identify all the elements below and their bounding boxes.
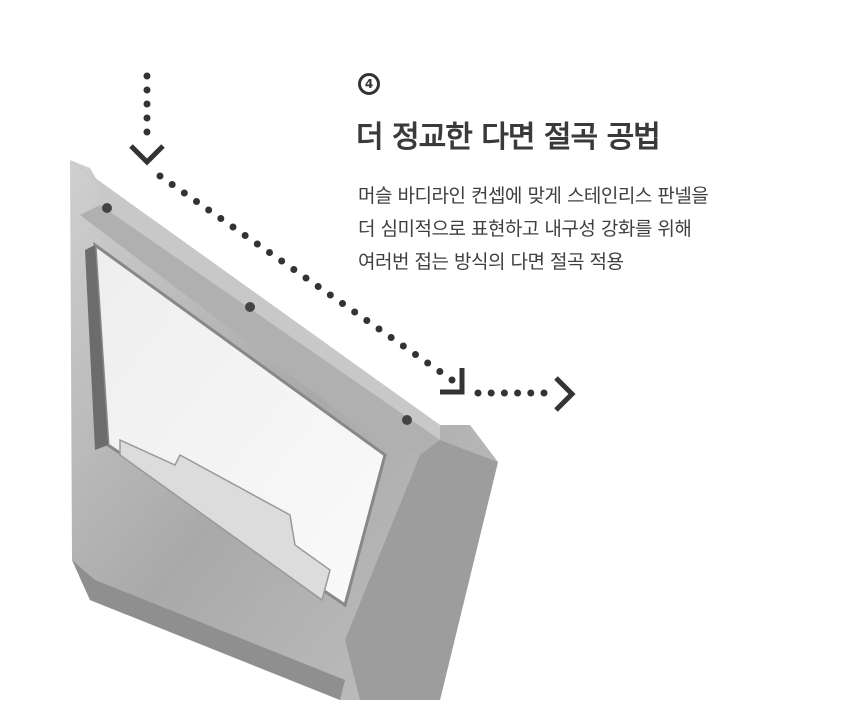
dot — [205, 206, 213, 214]
dot — [387, 334, 395, 341]
dotted-arrow-diagonal — [156, 172, 456, 384]
section-description: 머슬 바디라인 컨셉에 맞게 스테인리스 판넬을 더 심미적으로 표현하고 내구… — [358, 180, 709, 279]
stainless-panel — [70, 160, 498, 700]
description-line: 여러번 접는 방식의 다면 절곡 적용 — [358, 251, 624, 273]
section-title: 더 정교한 다면 절곡 공법 — [356, 120, 661, 155]
dot — [351, 308, 359, 316]
dot — [514, 389, 522, 397]
chevron-corner-icon — [440, 368, 465, 395]
dot — [412, 351, 419, 358]
dotted-arrow-down — [143, 72, 151, 136]
dot — [156, 172, 164, 180]
dot — [302, 274, 310, 282]
dot — [527, 389, 535, 397]
description-line: 머슬 바디라인 컨셉에 맞게 스테인리스 판넬을 — [358, 185, 709, 207]
dot — [180, 189, 188, 197]
dot — [278, 257, 286, 265]
dot — [290, 266, 298, 273]
step-number-badge: 4 — [358, 73, 380, 95]
dot — [314, 283, 322, 290]
dot — [474, 389, 482, 397]
dot — [540, 389, 548, 397]
dot — [424, 359, 432, 367]
chevron-right-icon — [554, 376, 576, 412]
dot — [217, 215, 225, 222]
dot — [168, 181, 176, 188]
chevron-down-icon — [129, 144, 165, 166]
dot — [375, 325, 383, 333]
dot — [193, 198, 200, 205]
description-line: 더 심미적으로 표현하고 내구성 강화를 위해 — [358, 218, 692, 240]
dot — [399, 342, 407, 350]
dot — [229, 223, 237, 231]
dot — [487, 389, 495, 397]
dot — [500, 389, 508, 397]
dot — [339, 300, 346, 307]
dot — [253, 240, 261, 248]
dot — [326, 291, 334, 299]
dot — [266, 249, 273, 256]
dot — [241, 232, 249, 239]
dot — [436, 368, 444, 375]
dot — [448, 376, 456, 384]
dotted-arrow-right — [474, 389, 548, 397]
dot — [363, 317, 371, 324]
